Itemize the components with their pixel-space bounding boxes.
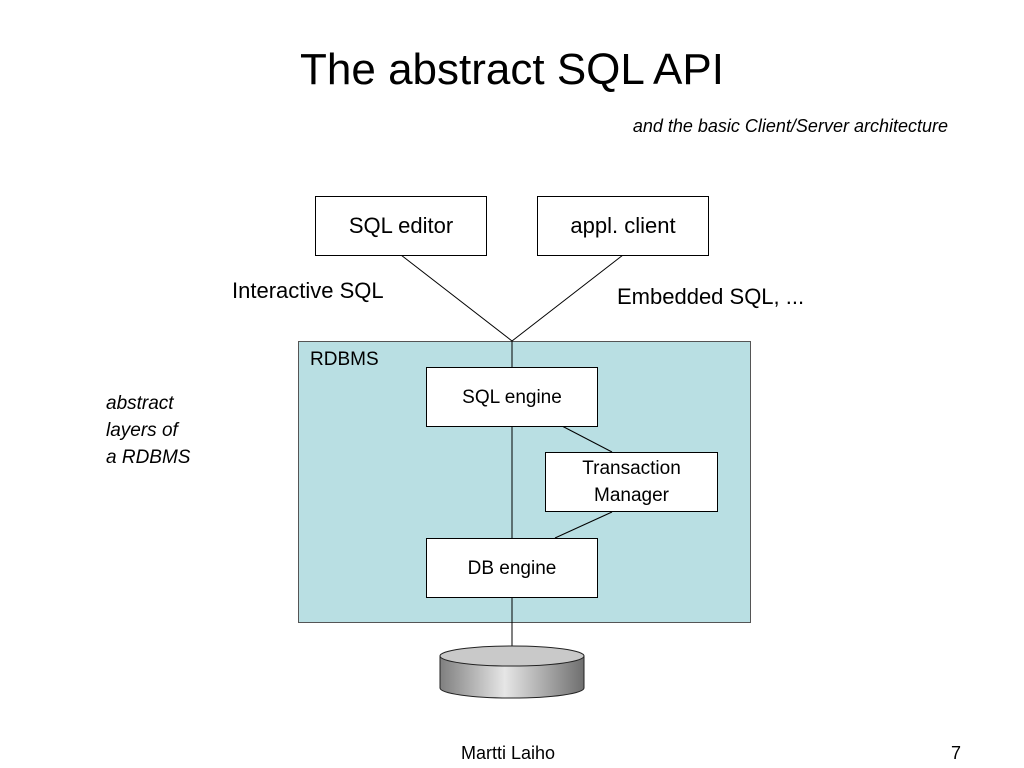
page-number: 7	[951, 743, 962, 763]
transaction-manager-label-line-2: Manager	[594, 485, 669, 506]
slide-title: The abstract SQL API	[300, 45, 724, 94]
line-sql-engine-to-transaction-manager	[561, 425, 613, 453]
embedded-sql-label: Embedded SQL, ...	[617, 284, 805, 309]
sql-engine-label: SQL engine	[462, 386, 562, 408]
database-cylinder-icon	[439, 645, 585, 699]
side-note-line-2: layers of	[106, 420, 178, 441]
db-engine-label: DB engine	[467, 557, 557, 579]
line-appl-client-to-rdbms	[511, 254, 624, 342]
side-note-line-1: abstract	[106, 393, 174, 414]
line-sql-editor-to-rdbms	[400, 254, 513, 342]
appl-client-box: appl. client	[537, 196, 709, 256]
transaction-manager-label-line-1: Transaction	[582, 458, 681, 479]
sql-editor-box: SQL editor	[315, 196, 487, 256]
sql-engine-box: SQL engine	[426, 367, 598, 427]
side-note-line-3: a RDBMS	[106, 447, 191, 468]
interactive-sql-label: Interactive SQL	[232, 278, 384, 303]
footer-author: Martti Laiho	[461, 743, 556, 763]
transaction-manager-box: Transaction Manager	[545, 452, 718, 512]
db-engine-box: DB engine	[426, 538, 598, 598]
appl-client-label: appl. client	[570, 213, 676, 238]
side-note: abstract layers of a RDBMS	[106, 390, 190, 471]
sql-editor-label: SQL editor	[348, 213, 454, 238]
line-transaction-manager-to-db-engine	[554, 511, 613, 539]
rdbms-label: RDBMS	[310, 349, 379, 370]
slide-subtitle: and the basic Client/Server architecture	[632, 116, 948, 136]
